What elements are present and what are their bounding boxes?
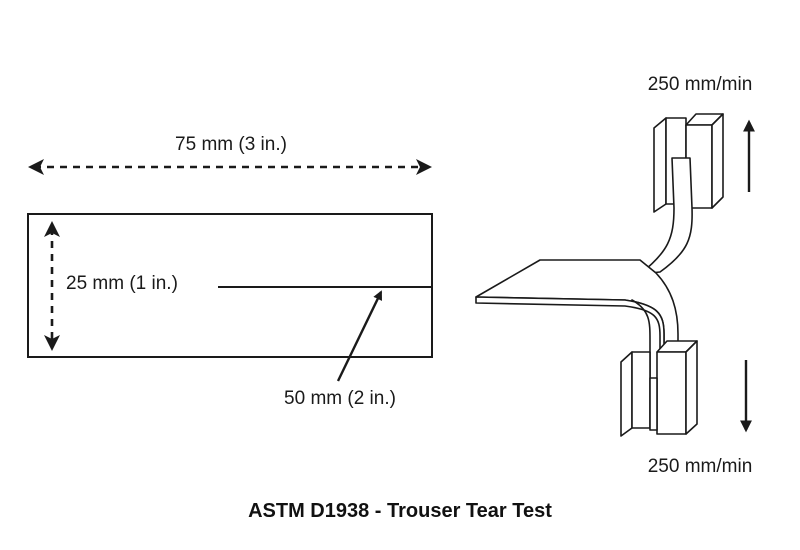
width-label: 25 mm (1 in.) <box>66 273 178 294</box>
lower-leg-edge <box>631 299 651 381</box>
top-speed-label: 250 mm/min <box>648 74 753 95</box>
bottom-speed-label: 250 mm/min <box>648 456 753 477</box>
length-dimension <box>28 159 432 175</box>
upper-leg <box>639 157 693 275</box>
slit-label: 50 mm (2 in.) <box>284 388 396 409</box>
width-dimension <box>44 221 60 351</box>
slit-pointer-arrow <box>336 290 383 382</box>
length-arrow-left-icon <box>28 159 44 175</box>
lower-grip <box>620 340 698 437</box>
width-arrow-top-icon <box>44 221 60 237</box>
length-arrow-right-icon <box>416 159 432 175</box>
specimen-rectangle <box>27 213 433 358</box>
length-label: 75 mm (3 in.) <box>175 134 287 155</box>
width-arrow-bottom-icon <box>44 335 60 351</box>
diagram-title: ASTM D1938 - Trouser Tear Test <box>248 500 552 522</box>
upper-grip <box>653 113 724 213</box>
